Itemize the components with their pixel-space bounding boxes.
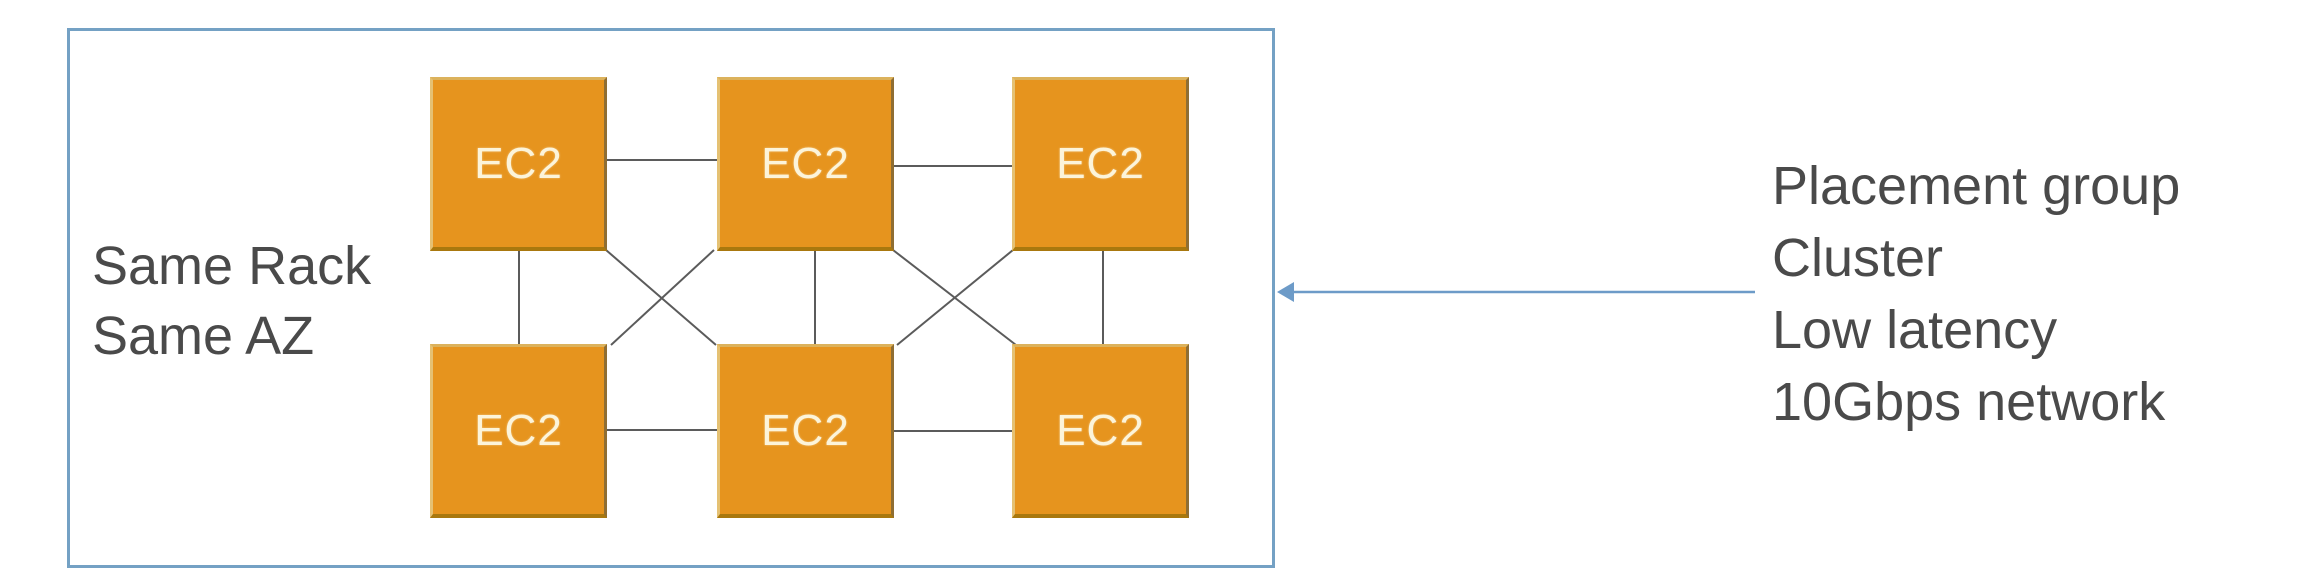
ec2-top-1: EC2 [430,77,607,251]
ec2-bottom-2: EC2 [717,344,894,518]
same-az-label: Same AZ [92,306,315,366]
annotation-line-low-latency: Low latency [1772,300,2058,360]
ec2-bottom-3: EC2 [1012,344,1189,518]
same-rack-label: Same Rack [92,236,372,296]
arrow-left-icon [1277,282,1294,302]
same-rack-az-label: Same Rack Same AZ [92,231,371,371]
annotation-line-10gbps: 10Gbps network [1772,372,2166,432]
ec2-top-2: EC2 [717,77,894,251]
ec2-top-3: EC2 [1012,77,1189,251]
ec2-bottom-1: EC2 [430,344,607,518]
annotation-text: Placement group Cluster Low latency 10Gb… [1772,150,2180,438]
annotation-line-placement-group: Placement group [1772,156,2181,216]
annotation-line-cluster: Cluster [1772,228,1944,288]
